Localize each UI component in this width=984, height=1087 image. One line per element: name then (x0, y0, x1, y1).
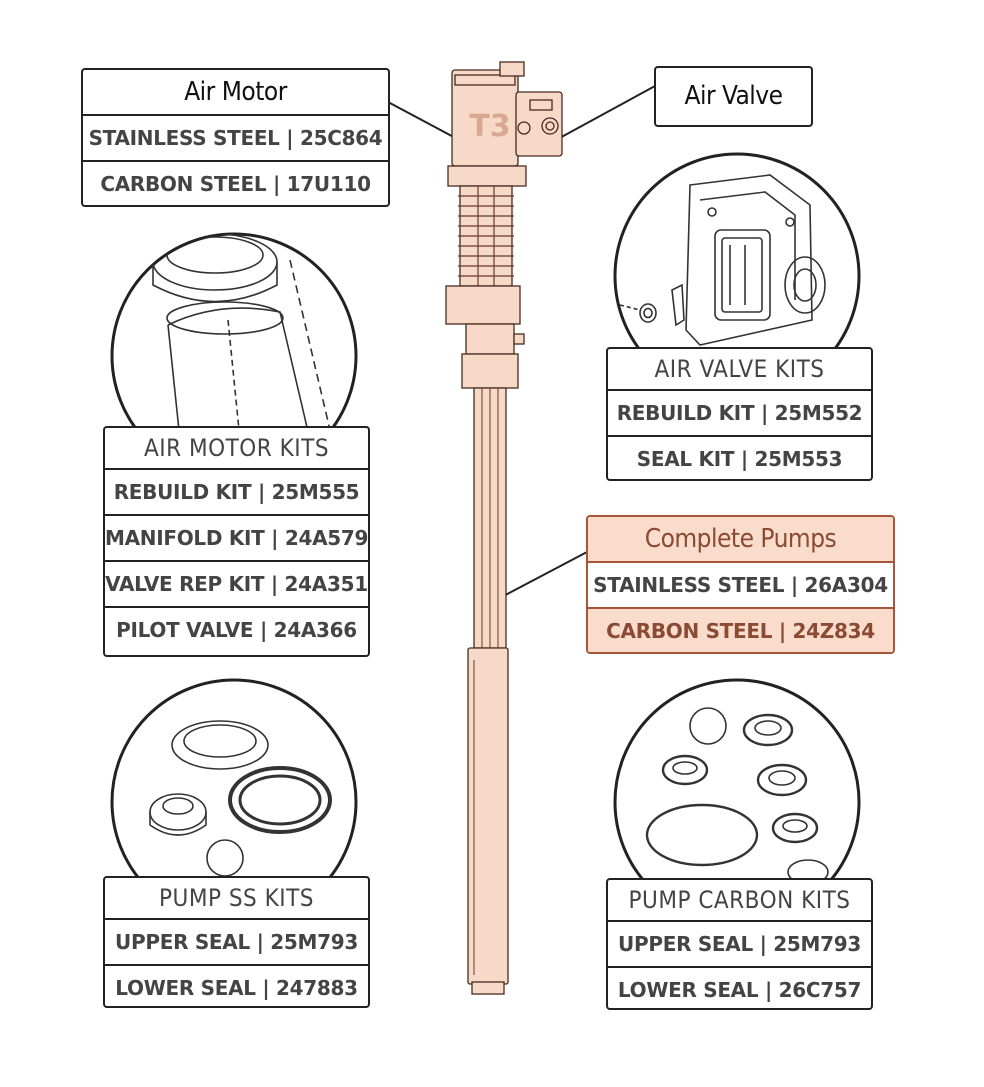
air-motor-box: Air Motor STAINLESS STEEL | 25C864 CARBO… (81, 68, 390, 207)
complete-pumps-box: Complete Pumps STAINLESS STEEL | 26A304 … (586, 515, 895, 654)
pump-carbon-seals-circle (613, 678, 861, 926)
complete-pumps-stainless-row[interactable]: STAINLESS STEEL | 26A304 (588, 561, 893, 607)
complete-pumps-carbon-row[interactable]: CARBON STEEL | 24Z834 (588, 607, 893, 652)
air-motor-detail-circle (110, 232, 358, 480)
air-motor-rebuild-row[interactable]: REBUILD KIT | 25M555 (105, 468, 368, 514)
pump-carbon-kits-title: PUMP CARBON KITS (628, 886, 851, 914)
pump-ss-upper-seal-row[interactable]: UPPER SEAL | 25M793 (105, 918, 368, 964)
air-valve-box[interactable]: Air Valve (654, 66, 813, 127)
pump-mark: T3 (469, 109, 510, 144)
air-motor-valve-rep-row[interactable]: VALVE REP KIT | 24A351 (105, 560, 368, 606)
air-motor-title: Air Motor (184, 77, 287, 107)
pump-ss-kits-title: PUMP SS KITS (158, 884, 315, 912)
pump-illustration (445, 61, 563, 995)
complete-pumps-title: Complete Pumps (588, 517, 893, 561)
air-motor-manifold-row[interactable]: MANIFOLD KIT | 24A579 (105, 514, 368, 560)
pump-carbon-upper-seal-row[interactable]: UPPER SEAL | 25M793 (608, 920, 871, 966)
air-motor-carbon-row[interactable]: CARBON STEEL | 17U110 (83, 160, 388, 205)
pump-ss-kits-box: PUMP SS KITS UPPER SEAL | 25M793 LOWER S… (103, 876, 370, 1008)
air-valve-title: Air Valve (684, 81, 783, 111)
air-valve-leader-line (555, 85, 656, 141)
air-valve-kits-box: AIR VALVE KITS REBUILD KIT | 25M552 SEAL… (606, 347, 873, 481)
pump-carbon-kits-box: PUMP CARBON KITS UPPER SEAL | 25M793 LOW… (606, 878, 873, 1010)
air-motor-kits-box: AIR MOTOR KITS REBUILD KIT | 25M555 MANI… (103, 426, 370, 657)
complete-pumps-leader-line (495, 551, 588, 601)
air-motor-pilot-valve-row[interactable]: PILOT VALVE | 24A366 (105, 606, 368, 652)
air-valve-detail-circle (613, 152, 861, 400)
air-valve-seal-row[interactable]: SEAL KIT | 25M553 (608, 435, 871, 479)
air-valve-rebuild-row[interactable]: REBUILD KIT | 25M552 (608, 389, 871, 435)
pump-carbon-lower-seal-row[interactable]: LOWER SEAL | 26C757 (608, 966, 871, 1008)
air-motor-stainless-row[interactable]: STAINLESS STEEL | 25C864 (83, 114, 388, 160)
pump-ss-lower-seal-row[interactable]: LOWER SEAL | 247883 (105, 964, 368, 1006)
air-motor-kits-title: AIR MOTOR KITS (143, 434, 330, 462)
air-valve-kits-title: AIR VALVE KITS (654, 355, 825, 383)
pump-ss-seals-circle (110, 678, 358, 926)
